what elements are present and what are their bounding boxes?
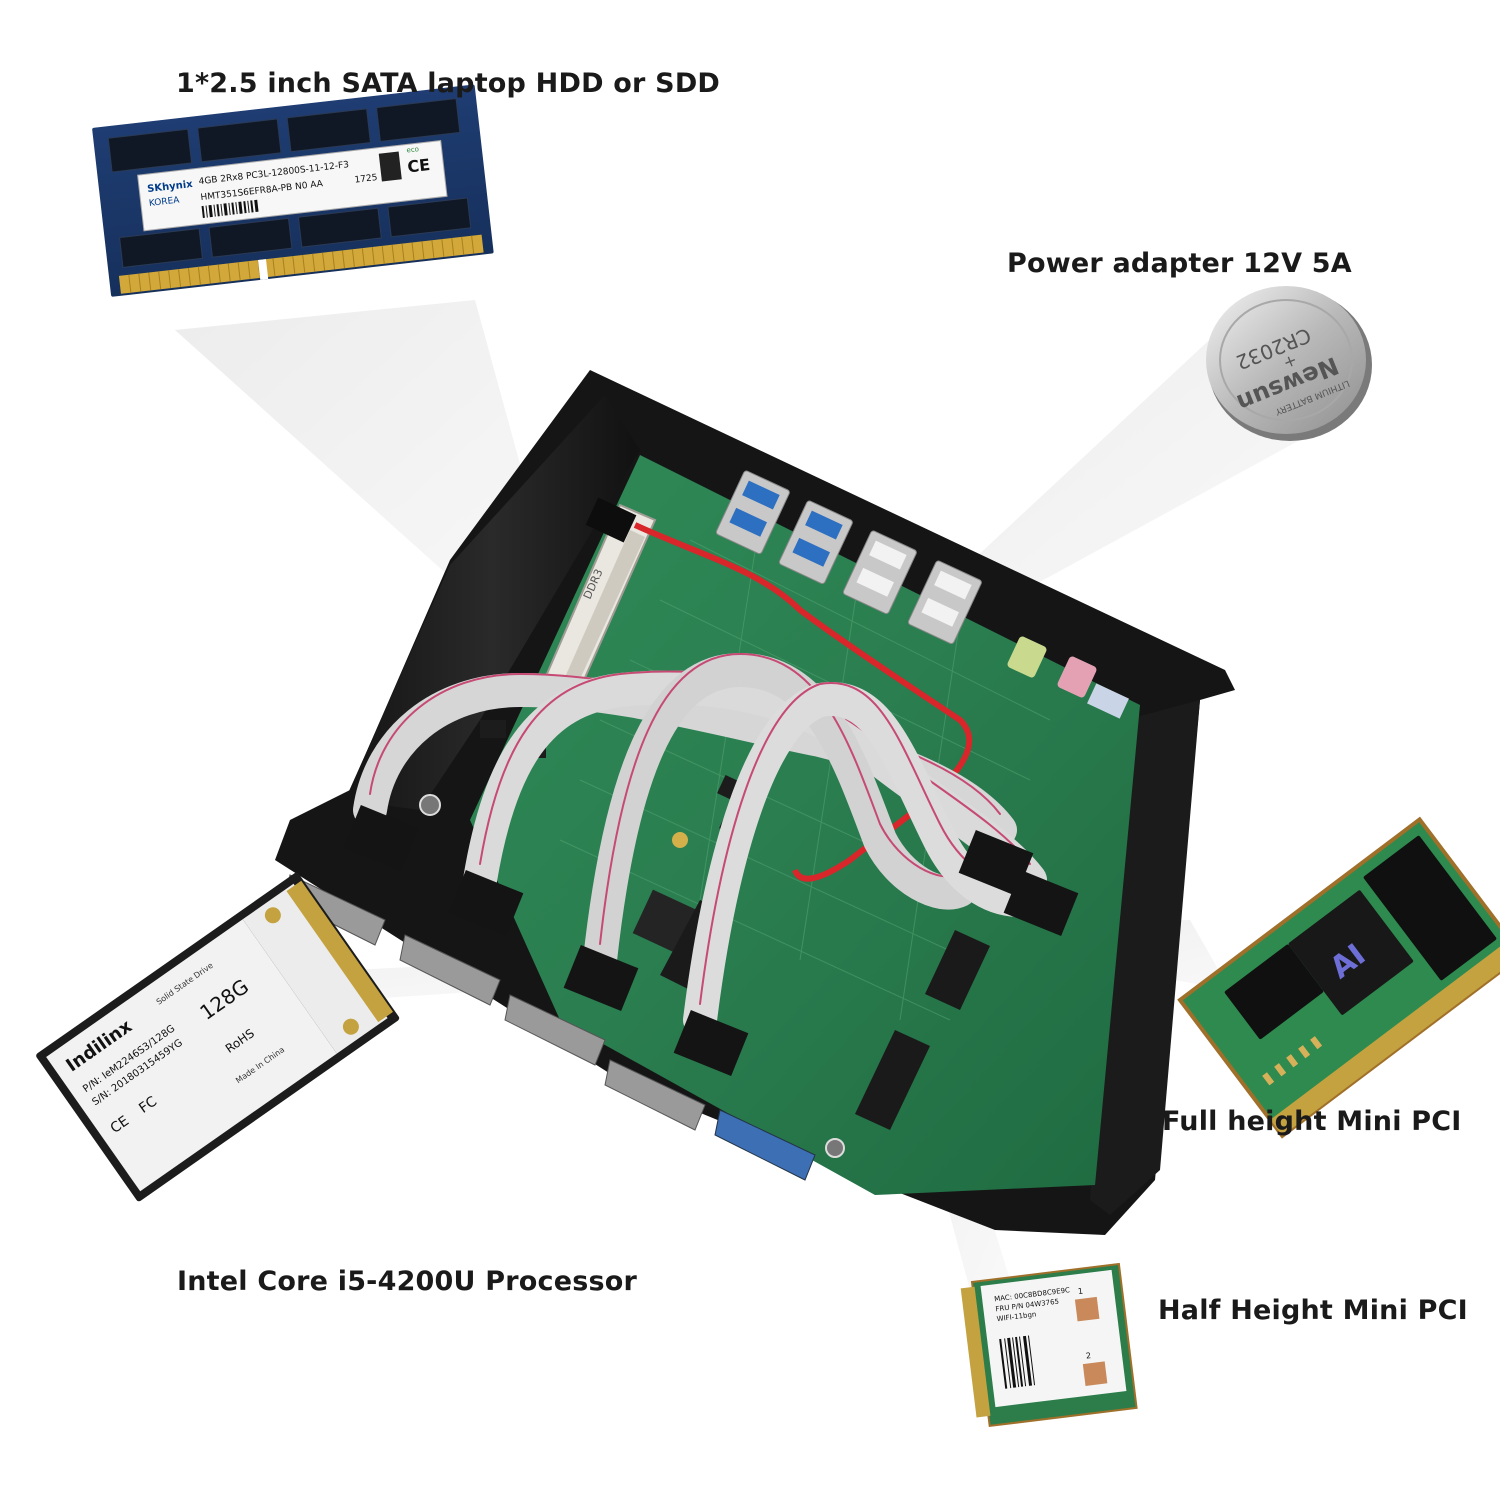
full-height-card: AI <box>1177 816 1500 1139</box>
ram-2d-barcode <box>378 151 402 182</box>
sata-cable <box>633 522 972 882</box>
ribbon-connectors <box>343 805 1079 1076</box>
mini-pc: DDR3 <box>275 370 1235 1235</box>
ram-module: SKhynix KOREA 4GB 2Rx8 PC3L-12800S-11-12… <box>92 84 494 297</box>
half-card-ant1: 1 <box>1077 1287 1083 1297</box>
audio-jack-pink <box>1057 656 1097 698</box>
label-full-mini: Full height Mini PCI <box>1162 1106 1462 1137</box>
coin-sign: + <box>1281 351 1301 374</box>
vga-port <box>714 1109 816 1181</box>
half-height-card: MAC: 00C8BD8C9E9C FRU P/N 04W3765 WIFI-1… <box>960 1262 1138 1428</box>
label-ssd: Intel Core i5-4200U Processor <box>177 1266 638 1297</box>
ram-origin: KOREA <box>148 196 180 209</box>
ram-code: 1725 <box>354 173 378 186</box>
beam-battery <box>930 330 1300 620</box>
label-half-mini: Half Height Mini PCI <box>1158 1295 1468 1326</box>
ram-ce-mark: CE <box>406 155 431 176</box>
ram-eco-logo: eco <box>406 145 419 154</box>
ram-brand: SKhynix <box>147 179 194 195</box>
msata-ssd: Indilinx Solid State Drive P/N: IeM2246S… <box>36 872 400 1202</box>
mini-pcie-slot-2 <box>855 1030 930 1130</box>
ram-barcode <box>201 199 259 219</box>
ribbon-cables <box>353 652 1047 1037</box>
label-ram: 1*2.5 inch SATA laptop HDD or SDD <box>176 68 721 99</box>
motherboard <box>470 455 1140 1195</box>
mini-pcie-slot-1 <box>925 930 990 1010</box>
half-card-barcode <box>999 1335 1036 1389</box>
label-battery: Power adapter 12V 5A <box>1007 248 1352 279</box>
half-card-ant2: 2 <box>1085 1351 1091 1361</box>
coin-battery: Newsun LITHIUM BATTERY CR2032 + <box>1206 286 1372 441</box>
usb-ports <box>715 470 982 645</box>
audio-jack-green <box>1007 636 1047 678</box>
